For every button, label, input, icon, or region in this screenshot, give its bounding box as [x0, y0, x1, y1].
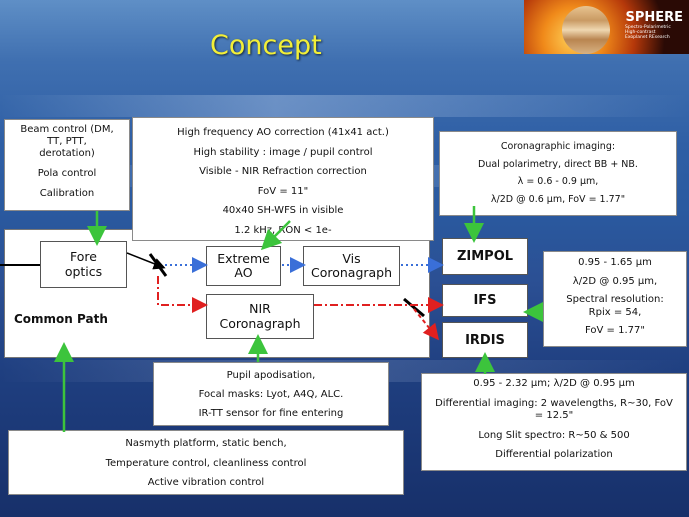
common-path-label: Common Path: [14, 312, 108, 326]
nasmyth-note: Nasmyth platform, static bench, Temperat…: [8, 430, 404, 495]
sphere-logo: SPHERE Spectro-Polarimetric High-contras…: [524, 0, 689, 54]
logo-subtitle: Spectro-Polarimetric High-contrast Exopl…: [625, 25, 671, 41]
ao-note: High frequency AO correction (41x41 act.…: [132, 117, 434, 241]
logo-name: SPHERE: [625, 10, 683, 25]
dichroic-mirror-1: [148, 253, 168, 277]
nir-path-3: [413, 308, 439, 341]
pupil-note: Pupil apodisation, Focal masks: Lyot, A4…: [153, 362, 389, 426]
dichroic-mirror-2: [403, 297, 425, 318]
nir-path-1: [157, 276, 208, 313]
zimpol-instrument: ZIMPOL: [442, 238, 528, 275]
coronagraphic-imaging-note: Coronagraphic imaging: Dual polarimetry,…: [439, 131, 677, 216]
callout-ao: [260, 220, 291, 251]
beam-control-note: Beam control (DM, TT, PTT, derotation) P…: [4, 119, 130, 211]
ifs-note: 0.95 - 1.65 µm λ/2D @ 0.95 µm, Spectral …: [543, 251, 687, 347]
fore-optics-output: [126, 252, 166, 270]
planet-icon: [562, 6, 610, 54]
irdis-note: 0.95 - 2.32 µm; λ/2D @ 0.95 µm Different…: [421, 373, 687, 471]
slide-title: Concept: [210, 30, 322, 61]
ifs-instrument: IFS: [442, 284, 528, 317]
